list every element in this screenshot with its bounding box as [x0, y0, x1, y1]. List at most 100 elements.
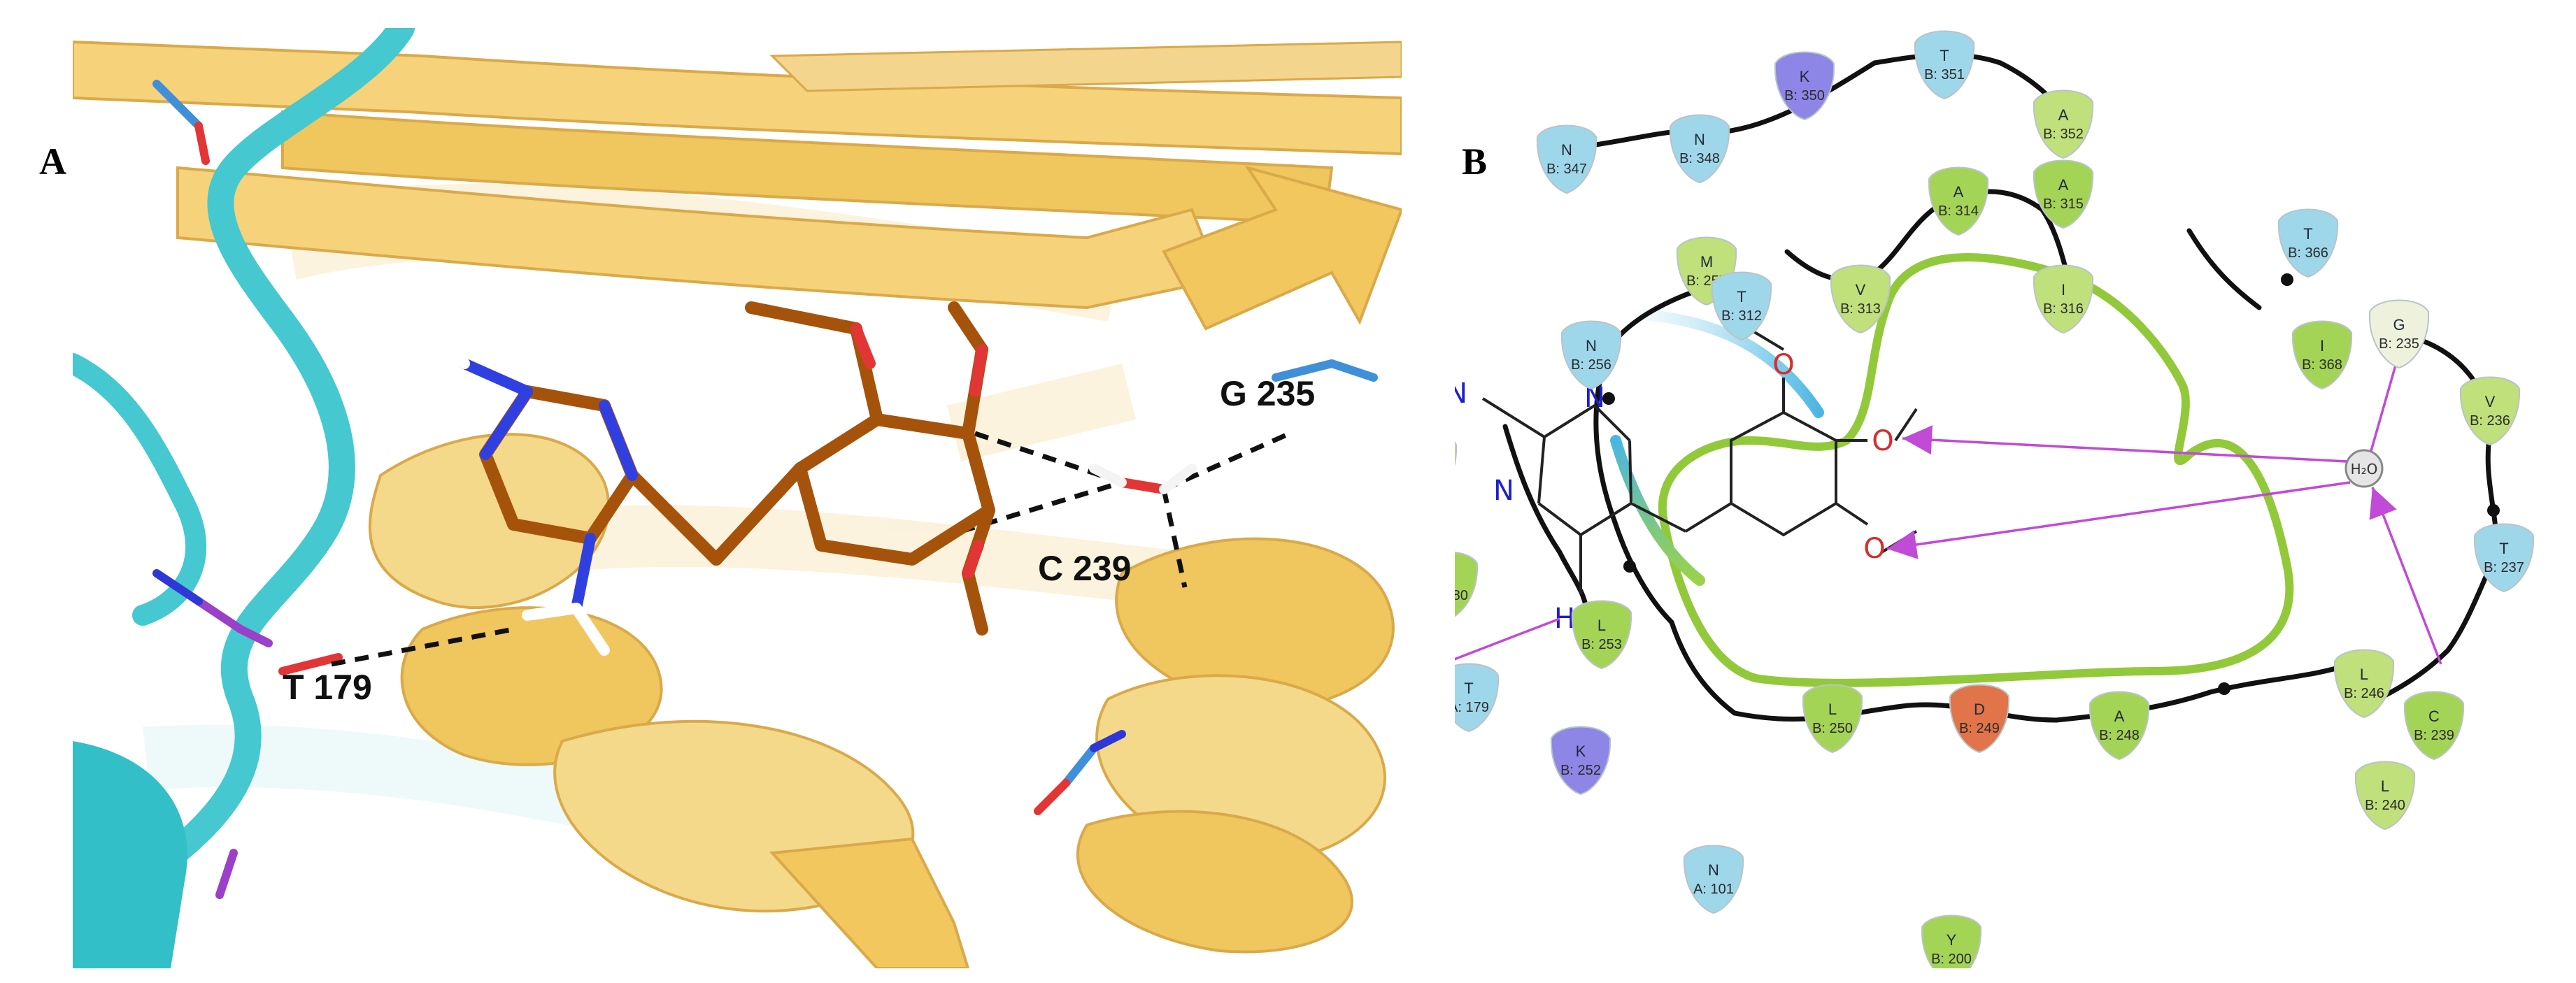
- residue-code: N: [1561, 141, 1572, 159]
- residue-bubble: [1929, 168, 1988, 236]
- residue-bubble: [1950, 685, 2009, 753]
- structure-3d-view: G 235 C 239 T 179: [73, 28, 1402, 968]
- residue-number: B: 313: [1840, 301, 1881, 317]
- residue-code: C: [2428, 708, 2440, 725]
- residue-code: T: [2499, 540, 2508, 557]
- residue-A-a180: AA: 180: [1455, 552, 1477, 620]
- residue-code: K: [1576, 742, 1586, 760]
- residue-bubble: [1455, 552, 1477, 620]
- residue-C-b239: CB: 239: [2405, 692, 2463, 760]
- residue-bubble: [1775, 52, 1834, 120]
- residue-code: A: [1954, 183, 1964, 201]
- residue-code: T: [1464, 680, 1473, 697]
- residue-number: B: 240: [2365, 798, 2405, 813]
- residue-code: L: [2381, 777, 2389, 795]
- residue-N-b256: NB: 256: [1562, 322, 1621, 389]
- residue-A-b314: AB: 314: [1929, 168, 1988, 236]
- residue-bubble: [1455, 433, 1456, 501]
- residue-code: L: [1597, 617, 1606, 634]
- residue-V-b236: V B: 236: [2461, 378, 2519, 445]
- residue-code: V: [1856, 281, 1866, 299]
- residue-number: B: 253: [1581, 637, 1622, 652]
- residue-G-b235: G B: 235: [2370, 301, 2428, 368]
- residue-number: B: 348: [1679, 151, 1720, 166]
- residue-bubble: [1572, 601, 1631, 669]
- residue-number: B: 312: [1721, 308, 1762, 324]
- atom-n-ring-2: N: [1493, 475, 1514, 507]
- residue-N-b347: NB: 347: [1537, 126, 1596, 194]
- residue-N-a101: N A: 101: [1684, 846, 1743, 914]
- backbone-chains: [1505, 55, 2497, 720]
- residue-code: A: [2114, 708, 2125, 725]
- panel-label-a: A: [39, 140, 66, 183]
- structure-3d-svg: G 235 C 239 T 179: [73, 28, 1402, 968]
- residue-code: T: [1940, 47, 1949, 64]
- residue-label-t179: T 179: [283, 668, 372, 707]
- residue-code: N: [1708, 861, 1719, 879]
- residue-L-b240: L B: 240: [2356, 762, 2414, 830]
- residue-bubble: [1684, 846, 1743, 914]
- residue-number: A: 101: [1693, 882, 1734, 897]
- residue-L-b250: LB: 250: [1803, 685, 1862, 753]
- residue-number: B: 351: [1924, 67, 1965, 82]
- residue-label-g235: G 235: [1220, 374, 1315, 413]
- residue-K-b252: KB: 252: [1551, 727, 1610, 795]
- residue-number: B: 366: [2288, 245, 2328, 261]
- atom-nh2-top: H₂N: [1455, 378, 1467, 410]
- residue-bubble: [1562, 322, 1621, 389]
- residue-number: B: 368: [2302, 357, 2342, 373]
- residue-number: B: 315: [2043, 196, 2084, 212]
- residue-number: B: 236: [2470, 413, 2510, 429]
- residue-code: G: [2393, 316, 2405, 333]
- residue-number: A: 180: [1455, 588, 1468, 603]
- residue-number: B: 200: [1931, 952, 1972, 967]
- residue-bubble: [2370, 301, 2428, 368]
- residue-V-a181: VA: 181: [1455, 433, 1456, 501]
- residue-code: L: [1828, 701, 1837, 718]
- residue-number: B: 237: [2484, 560, 2524, 575]
- residue-bubble: [2405, 692, 2463, 760]
- residue-T-a179: T A: 179: [1455, 664, 1498, 732]
- residue-T-b366: TB: 366: [2279, 210, 2337, 278]
- residue-bubble: [2034, 91, 2093, 159]
- residue-code: K: [1800, 68, 1810, 85]
- residue-number: A: 179: [1455, 700, 1489, 715]
- residue-bubble: [2356, 762, 2414, 830]
- residue-bubble: [1915, 31, 1974, 99]
- residue-bubble: [2293, 322, 2351, 389]
- residue-A-b315: AB: 315: [2034, 161, 2093, 229]
- residue-number: B: 249: [1959, 721, 2000, 736]
- residue-code: N: [1586, 337, 1597, 354]
- residue-N-b348: NB: 348: [1670, 115, 1729, 183]
- residue-number: B: 350: [1784, 88, 1825, 103]
- residue-number: B: 235: [2379, 336, 2419, 352]
- water-node: H₂O: [2346, 450, 2382, 487]
- residue-bubble: [2034, 161, 2093, 229]
- residue-code: V: [2485, 393, 2496, 410]
- residue-I-b368: IB: 368: [2293, 322, 2351, 389]
- residue-bubble: [1803, 685, 1862, 753]
- ligand-2d: [1483, 329, 1916, 594]
- residue-A-b248: AB: 248: [2090, 692, 2149, 760]
- atom-o1: O: [1772, 349, 1794, 381]
- residue-A-b352: AB: 352: [2034, 91, 2093, 159]
- residue-bubble: [1537, 126, 1596, 194]
- residue-bubble: [1455, 664, 1498, 732]
- residue-label-c239: C 239: [1038, 549, 1131, 588]
- residue-Y-b200: YB: 200: [1922, 916, 1981, 969]
- residue-number: B: 316: [2043, 301, 2084, 317]
- residue-code: D: [1974, 701, 1985, 718]
- residue-K-b350: K B: 350: [1775, 52, 1834, 120]
- residue-bubble: [2090, 692, 2149, 760]
- residue-bubble: [2335, 650, 2393, 718]
- residue-code: A: [2058, 106, 2069, 124]
- water-label: H₂O: [2351, 461, 2378, 478]
- helix-right: [1078, 539, 1393, 952]
- residue-bubble: [2034, 266, 2093, 333]
- atom-o3: O: [1863, 533, 1885, 565]
- residue-I-b316: IB: 316: [2034, 266, 2093, 333]
- residue-bubble: [1670, 115, 1729, 183]
- residue-number: B: 246: [2344, 686, 2384, 701]
